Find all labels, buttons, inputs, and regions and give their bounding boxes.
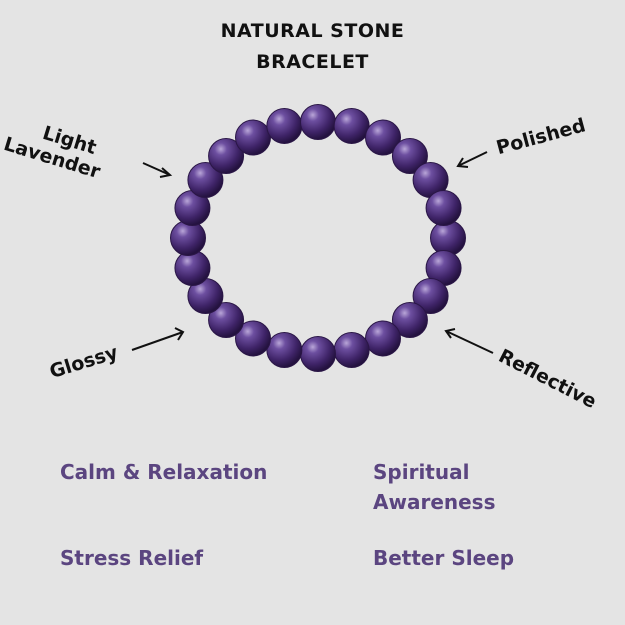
bead (412, 278, 449, 314)
bead (430, 220, 466, 256)
benefit-stress: Stress Relief (60, 543, 203, 573)
bead-ring (170, 104, 466, 372)
pointer-arrows (131, 151, 494, 354)
benefit-text: Awareness (373, 490, 496, 514)
bead (208, 137, 245, 174)
arrow-polished (456, 151, 488, 168)
benefit-sleep: Better Sleep (373, 543, 514, 573)
bead (266, 332, 303, 369)
bead (391, 137, 428, 174)
benefit-text: Spiritual (373, 460, 470, 484)
bead (333, 107, 370, 144)
title-line-2: BRACELET (256, 51, 369, 73)
bead (208, 302, 245, 339)
bead (187, 162, 224, 198)
bead (391, 302, 428, 339)
product-title: NATURAL STONE BRACELET (0, 16, 625, 78)
arrow-glossy (131, 327, 185, 351)
arrow-light-lavender (142, 162, 173, 178)
title-line-1: NATURAL STONE (220, 20, 405, 42)
bead (365, 320, 401, 357)
bead (235, 119, 271, 156)
bead (266, 107, 303, 144)
bead (170, 220, 206, 256)
bead (300, 336, 336, 372)
bead (333, 332, 370, 369)
benefit-text: Calm & Relaxation (60, 460, 268, 484)
benefit-text: Stress Relief (60, 546, 204, 570)
bead (300, 104, 336, 140)
benefit-text: Better Sleep (373, 546, 515, 570)
bead (174, 250, 211, 287)
bead (365, 119, 401, 156)
benefit-calm: Calm & Relaxation (60, 457, 267, 487)
bead (235, 320, 271, 357)
bead (425, 189, 462, 226)
arrow-reflective (444, 328, 494, 354)
